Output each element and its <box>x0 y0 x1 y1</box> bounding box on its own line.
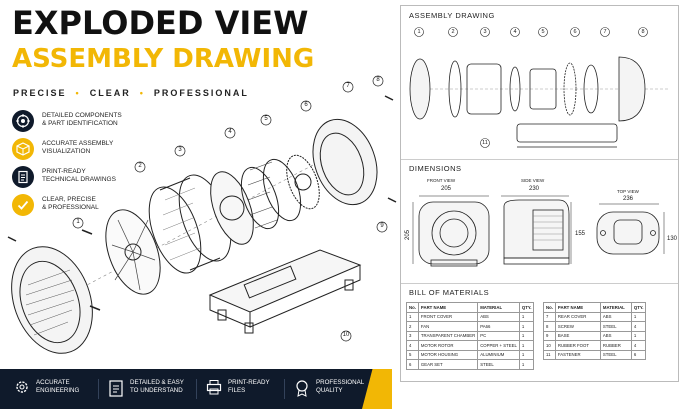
printer-icon <box>206 379 222 397</box>
table-header-row: No. PART NAME MATERIAL QTY. <box>543 302 647 313</box>
callout-label: 5 <box>264 116 268 122</box>
table-header: No. <box>406 302 419 313</box>
callout-label: 6 <box>304 102 308 108</box>
callout-label: 8 <box>641 29 645 35</box>
table-header: MATERIAL <box>599 302 632 313</box>
callout-label: 7 <box>346 83 350 89</box>
table-header: PART NAME <box>554 302 601 313</box>
dimensions-title: DIMENSIONS <box>409 164 462 173</box>
side-view-label: SIDE VIEW <box>521 178 545 183</box>
side-width-dim: 230 <box>529 186 540 192</box>
callout-label: 6 <box>573 29 577 35</box>
callout-label: 7 <box>603 29 607 35</box>
callout-label: 3 <box>178 147 182 153</box>
section-divider <box>401 283 678 284</box>
callout-label: 5 <box>541 29 545 35</box>
gear-icon <box>14 379 30 397</box>
feature-text: CLEAR, PRECISE& PROFESSIONAL <box>42 196 99 211</box>
bom-title: BILL OF MATERIALS <box>409 288 490 297</box>
feature-item: DETAILED COMPONENTS& PART IDENTIFICATION <box>12 110 147 138</box>
page-title: EXPLODED VIEW <box>12 4 309 42</box>
check-icon <box>12 194 34 216</box>
callout-label: 11 <box>482 140 488 146</box>
feature-text: DETAILED COMPONENTS& PART IDENTIFICATION <box>42 112 122 127</box>
medal-icon <box>294 379 310 397</box>
tagline: PRECISE • CLEAR • PROFESSIONAL <box>13 88 249 98</box>
callout-label: 2 <box>138 163 142 169</box>
callout-label: 4 <box>513 29 517 35</box>
exploded-view-drawing <box>7 75 397 354</box>
top-view-label: TOP VIEW <box>617 189 639 194</box>
dimensions-views <box>412 195 665 267</box>
feature-item: CLEAR, PRECISE& PROFESSIONAL <box>12 194 147 222</box>
top-width-dim: 236 <box>623 196 634 202</box>
table-header: PART NAME <box>417 302 479 313</box>
callout-label: 9 <box>380 223 384 229</box>
assembly-drawing-view <box>409 27 670 148</box>
cube-icon <box>12 138 34 160</box>
callout-label: 1 <box>76 219 80 225</box>
callout-label: 10 <box>342 332 350 338</box>
separator <box>284 379 285 399</box>
clipboard-icon <box>108 379 124 397</box>
separator <box>196 379 197 399</box>
callout-label: 2 <box>451 29 455 35</box>
table-header: MATERIAL <box>477 302 520 313</box>
callout-label: 1 <box>417 29 421 35</box>
separator <box>98 379 99 399</box>
page-subtitle: ASSEMBLY DRAWING <box>12 44 315 74</box>
table-header-row: No. PART NAME MATERIAL QTY. <box>406 302 535 313</box>
callout-label: 3 <box>483 29 487 35</box>
tagline-word: CLEAR <box>89 88 131 98</box>
tagline-word: PROFESSIONAL <box>153 88 249 98</box>
top-height-dim: 130 <box>667 236 678 242</box>
callout-label: 4 <box>228 129 232 135</box>
technical-panel: ASSEMBLY DRAWING 1 2 3 4 <box>400 5 679 382</box>
tagline-dot: • <box>71 88 86 98</box>
front-view-label: FRONT VIEW <box>427 178 456 183</box>
side-height-dim: 155 <box>575 231 586 237</box>
document-icon <box>12 166 34 188</box>
front-width-dim: 205 <box>441 186 452 192</box>
tagline-word: PRECISE <box>13 88 67 98</box>
table-header: QTY. <box>518 302 535 313</box>
table-header: QTY. <box>630 302 647 313</box>
tagline-dot: • <box>135 88 150 98</box>
table-header: No. <box>543 302 556 313</box>
assembly-drawing-title: ASSEMBLY DRAWING <box>409 11 495 20</box>
section-divider <box>401 159 678 160</box>
callout-label: 8 <box>376 77 380 83</box>
target-icon <box>12 110 34 132</box>
